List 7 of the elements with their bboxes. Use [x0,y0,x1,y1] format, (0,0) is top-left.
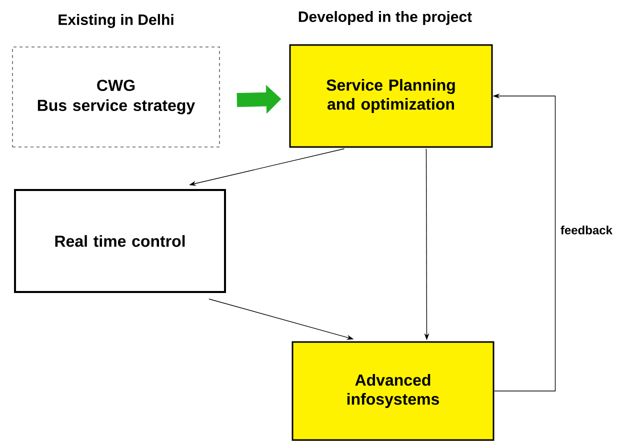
heading: Developed in the project [298,11,472,25]
process-box: Real time control [14,189,226,293]
dashed-box: CWG Bus service strategy [12,46,220,148]
process-box: Advanced infosystems [292,341,494,441]
process-box: Service Planning and optimization [289,44,493,148]
edge-label: feedback [559,224,614,236]
heading: Existing in Delhi [58,14,174,28]
